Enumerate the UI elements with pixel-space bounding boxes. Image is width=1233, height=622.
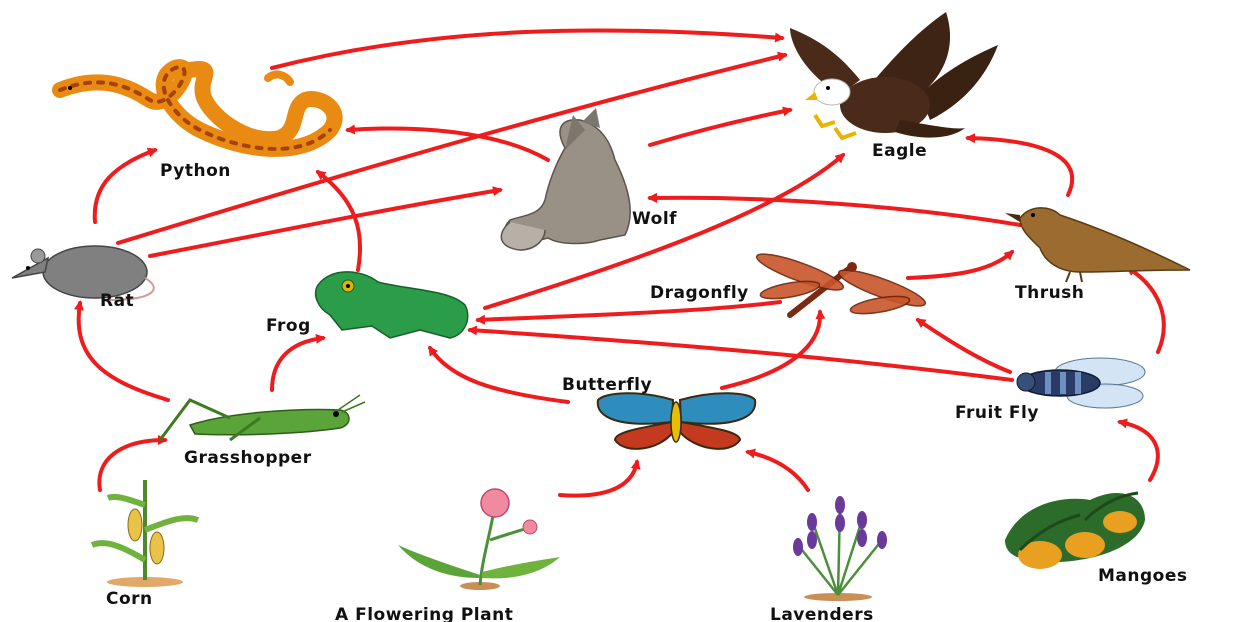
- corn-label: Corn: [106, 589, 153, 609]
- butterfly-icon: [598, 393, 755, 449]
- arrow-corn-to-grasshopper: [99, 440, 165, 490]
- eagle-icon: [790, 12, 998, 138]
- python-icon: [60, 67, 335, 149]
- arrow-dragonfly-to-frog: [478, 302, 780, 320]
- arrow-rat-to-wolf: [150, 190, 500, 256]
- mango-icon: [1005, 493, 1145, 569]
- wolf-label: Wolf: [632, 209, 677, 229]
- fruit-fly-icon: [1017, 358, 1145, 408]
- corn-icon: [92, 480, 198, 587]
- thrush-label: Thrush: [1015, 283, 1084, 303]
- lavender-icon: [793, 496, 887, 601]
- arrow-fruit-fly-to-thrush: [1128, 268, 1164, 352]
- eagle-label: Eagle: [872, 141, 927, 161]
- arrow-rat-to-python: [95, 150, 155, 222]
- butterfly-label: Butterfly: [562, 375, 652, 395]
- flowering-plant-icon: [398, 489, 560, 590]
- grasshopper-label: Grasshopper: [184, 448, 312, 468]
- frog-label: Frog: [266, 316, 311, 336]
- arrow-butterfly-to-frog: [430, 348, 568, 402]
- frog-icon: [316, 272, 468, 338]
- arrow-thrush-to-wolf: [650, 198, 1020, 225]
- python-label: Python: [160, 161, 231, 181]
- arrow-rat-to-eagle: [118, 55, 785, 243]
- arrow-wolf-to-eagle: [650, 110, 790, 145]
- fruit-fly-label: Fruit Fly: [955, 403, 1039, 423]
- arrow-python-to-eagle: [272, 30, 782, 68]
- arrow-grasshopper-to-frog: [272, 338, 323, 390]
- dragonfly-icon: [754, 248, 929, 317]
- wolf-icon: [501, 108, 630, 250]
- lavenders-label: Lavenders: [770, 605, 874, 622]
- dragonfly-label: Dragonfly: [650, 283, 749, 303]
- arrow-fruit-fly-to-frog: [470, 330, 1012, 380]
- arrow-fruit-fly-to-dragonfly: [918, 320, 1010, 372]
- flowering-plant-label: A Flowering Plant: [335, 605, 513, 622]
- arrow-flowering-plant-to-butterfly: [560, 462, 637, 496]
- rat-label: Rat: [100, 291, 134, 311]
- arrow-lavenders-to-butterfly: [748, 452, 808, 490]
- arrow-dragonfly-to-thrush: [908, 252, 1012, 278]
- arrow-thrush-to-eagle: [968, 138, 1072, 195]
- thrush-icon: [1005, 208, 1190, 282]
- arrow-grasshopper-to-rat: [79, 303, 168, 400]
- mangoes-label: Mangoes: [1098, 566, 1188, 586]
- grasshopper-icon: [160, 395, 365, 440]
- arrow-mangoes-to-fruit-fly: [1120, 422, 1158, 480]
